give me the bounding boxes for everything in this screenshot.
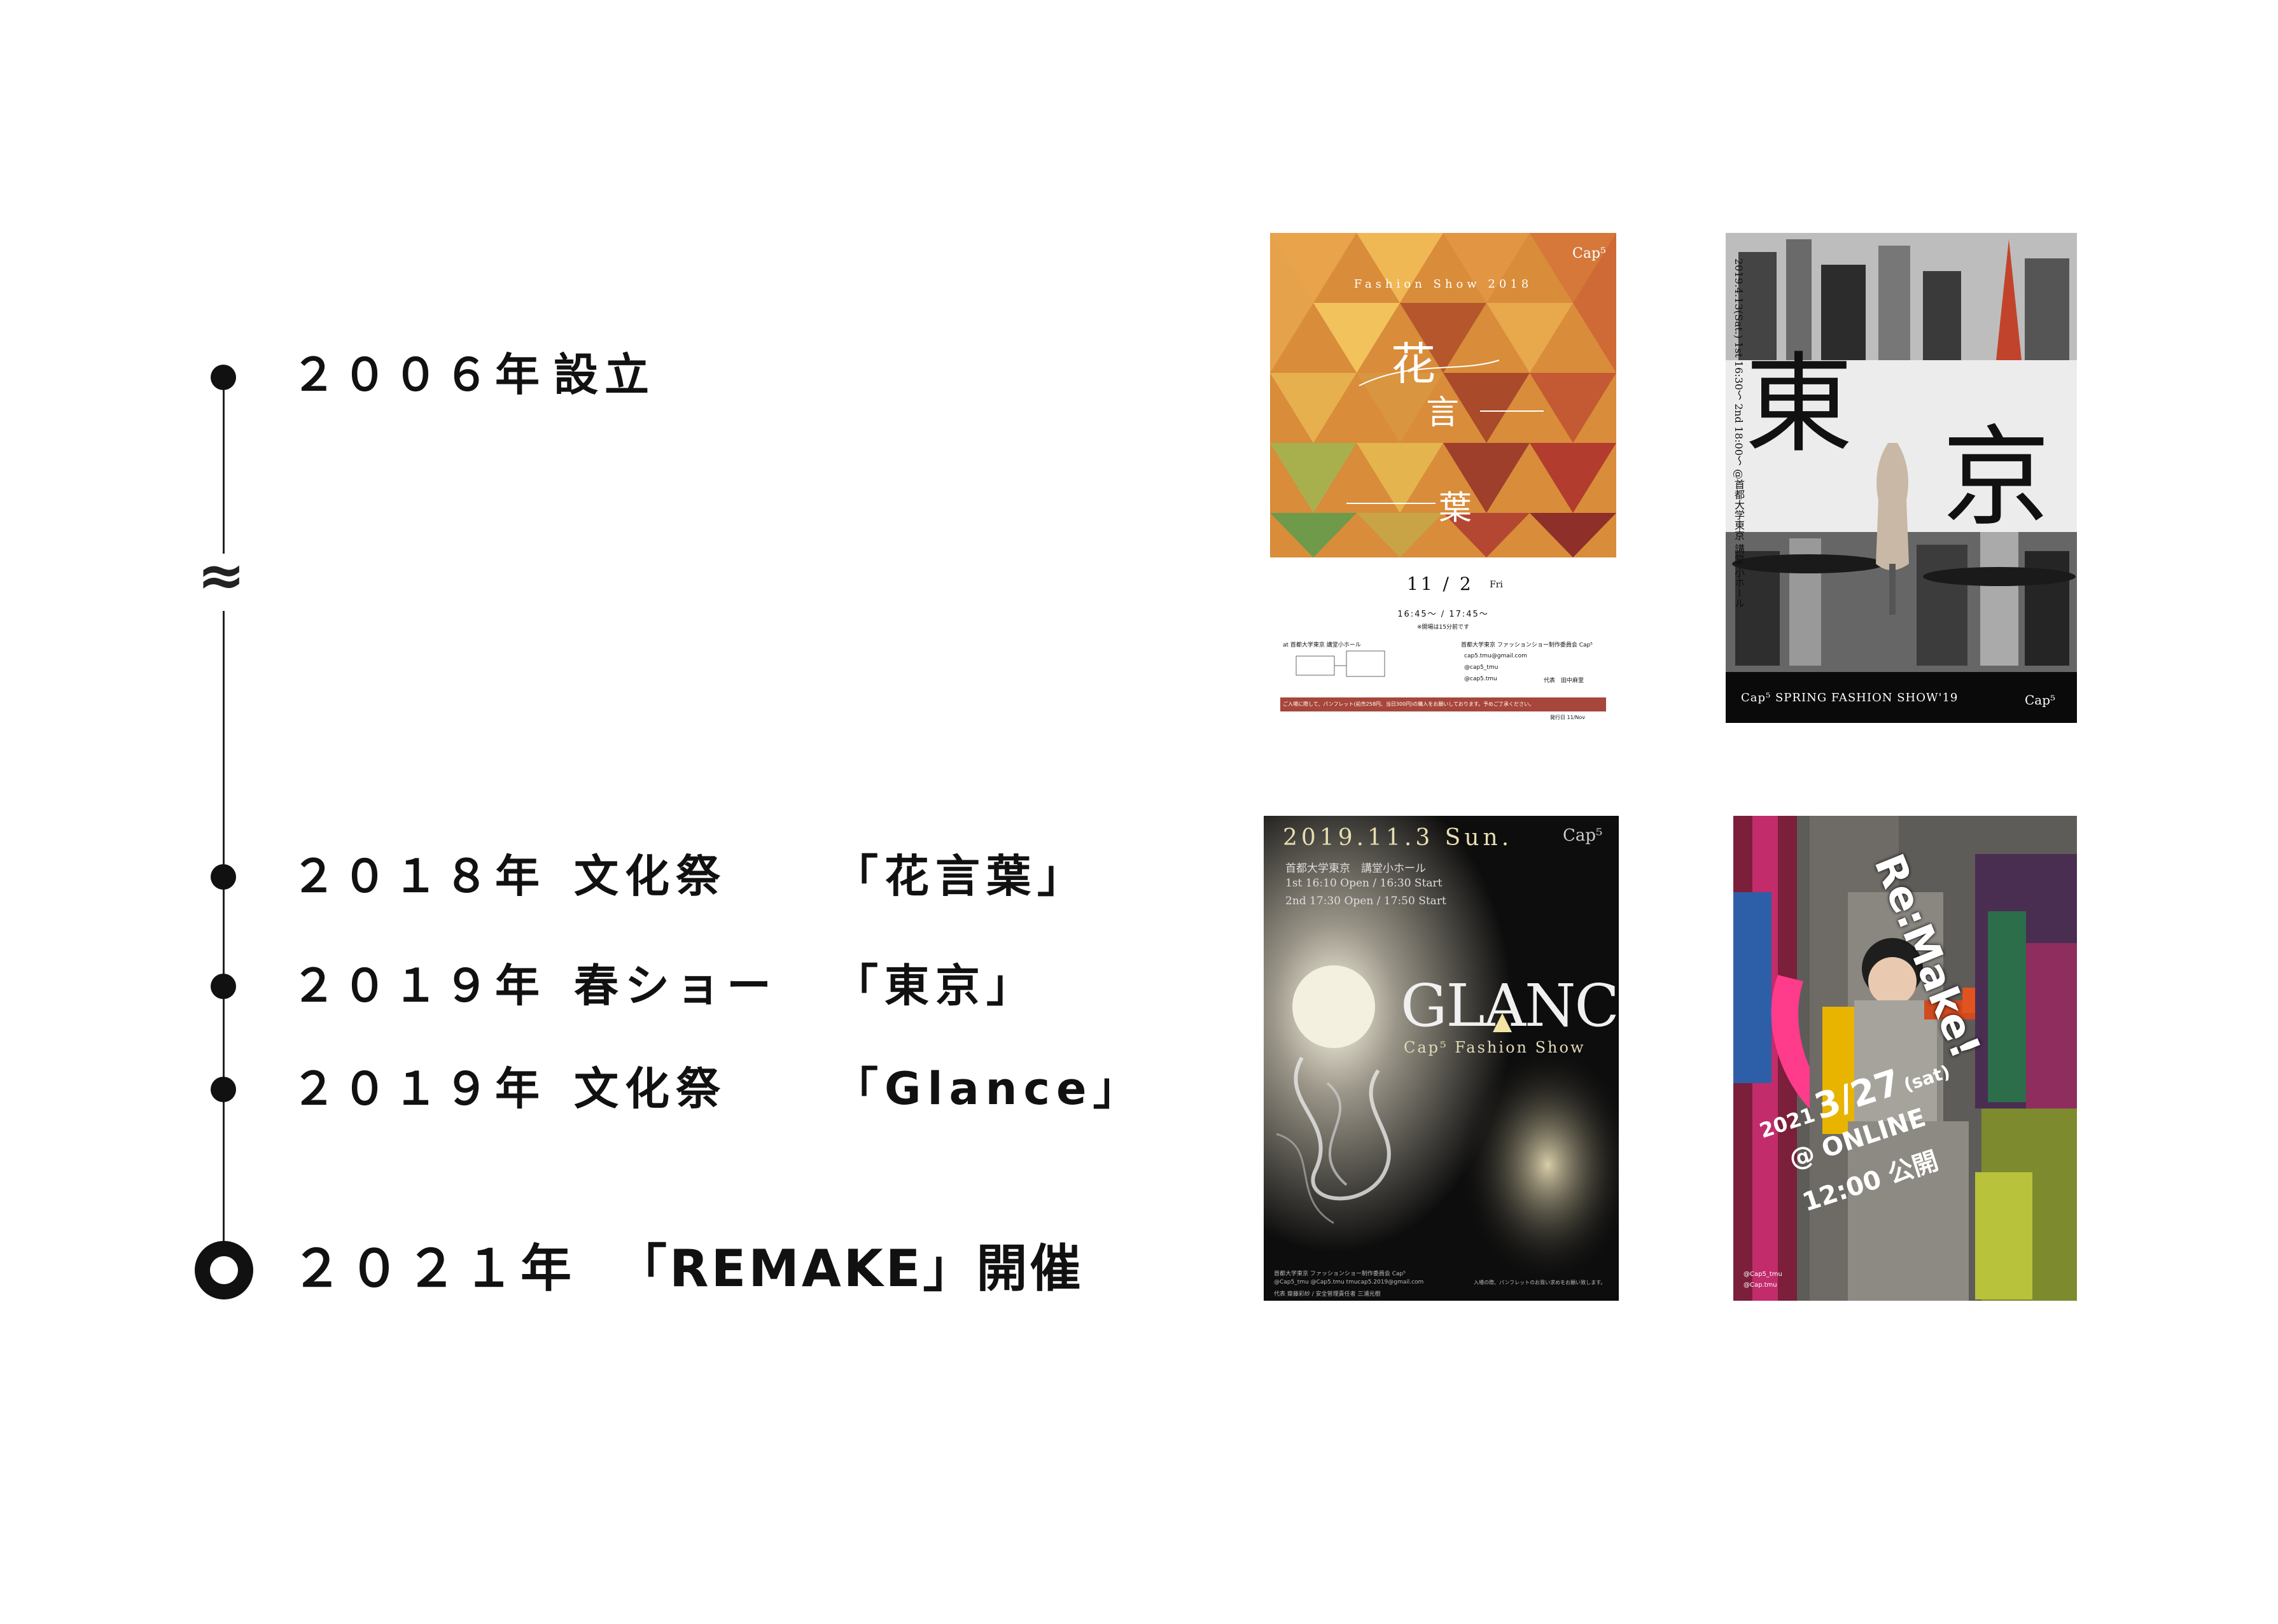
timeline-current-marker-center [210,1256,238,1284]
timeline-dot [211,365,236,390]
poster-glance-sns: @Cap5_tmu @Cap5.tmu tmucap5.2019@gmail.c… [1274,1279,1424,1285]
timeline-line [223,375,225,1279]
timeline-event: 文化祭 [574,850,727,902]
timeline-event: 「REMAKE」開催 [616,1239,1084,1298]
poster-glance-subtitle: Cap⁵ Fashion Show [1404,1039,1586,1056]
timeline-year: ２０１９年 [291,960,546,1012]
poster-hanakotoba-map [1296,650,1385,677]
poster-hanakotoba-footer: 発行日 11/Nov [1550,715,1586,720]
poster-glance-logo: Cap⁵ [1563,826,1603,845]
poster-remake-graphic [1733,816,2077,1301]
timeline-event: 春ショー [574,960,778,1012]
poster-glance-graphic [1264,816,1619,1301]
timeline-dot [211,864,236,890]
poster-hanakotoba-weekday: Fri [1490,580,1503,590]
poster-hanakotoba-note: ※開場は15分前です [1417,624,1469,631]
timeline-year: ２０１８年 [291,850,546,902]
poster-glance-show-2: 2nd 17:30 Open / 17:50 Start [1285,895,1446,907]
poster-hanakotoba-times: 16:45～ / 17:45～ [1397,610,1489,619]
poster-glance-date: 2019.11.3 Sun. [1283,825,1513,851]
poster-hanakotoba: Cap⁵ Fashion Show 2018 花 言 葉 11 / 2 Fri … [1270,233,1616,723]
poster-hanakotoba-org: 首都大学東京 ファッションショー制作委員会 Cap⁵ [1461,642,1593,648]
poster-tokyo: 東 京 2019.4.13(Sat.) 1st 16:30～ 2nd 18:00… [1726,233,2077,723]
poster-remake: Re:Make! 2021 3/27 (sat) @ ONLINE 12:00 … [1733,816,2077,1301]
poster-hanakotoba-twitter: @cap5_tmu [1464,664,1499,671]
poster-hanakotoba-logo: Cap⁵ [1572,246,1606,262]
timeline-year: ２０１９年 [291,1063,546,1115]
poster-hanakotoba-title-2: 言 [1426,394,1460,432]
timeline-gap [202,554,247,611]
poster-glance-title: GLANCE [1401,972,1619,1040]
timeline-show-title: 「Glance」 [834,1063,1144,1115]
poster-glance-show-1: 1st 16:10 Open / 16:30 Start [1285,877,1443,890]
poster-hanakotoba-rep: 代表 田中麻里 [1544,678,1584,684]
poster-hanakotoba-subtitle: Fashion Show 2018 [1353,277,1533,291]
poster-tokyo-details: 2019.4.13(Sat.) 1st 16:30～ 2nd 18:00～ @首… [1733,258,1745,608]
poster-glance: 2019.11.3 Sun. Cap⁵ 首都大学東京 講堂小ホール 1st 16… [1264,816,1619,1301]
poster-hanakotoba-instagram: @cap5.tmu [1464,676,1497,682]
timeline-event: 文化祭 [574,1063,727,1115]
timeline-dot [211,974,236,999]
poster-tokyo-logo: Cap⁵ [2025,692,2056,708]
timeline-year: ２００６年 [291,349,546,401]
poster-tokyo-footer: Cap⁵ SPRING FASHION SHOW'19 [1741,691,1959,704]
poster-hanakotoba-date: 11 / 2 [1407,573,1474,594]
poster-hanakotoba-banner: ご入場に際して、パンフレット(前売258円、当日300円)の購入をお願いしており… [1283,701,1535,707]
timeline-event: 設立 [554,349,655,401]
poster-hanakotoba-title-1: 花 [1391,338,1436,390]
poster-hanakotoba-venue: at 首都大学東京 講堂小ホール [1283,642,1361,648]
timeline-show-title: 「花言葉」 [834,850,1088,902]
poster-tokyo-title-2: 京 [1942,415,2051,541]
poster-glance-note: 入場の際、パンフレットのお買い求めをお願い致します。 [1474,1280,1606,1285]
timeline-dot [211,1077,236,1102]
timeline-gap-symbol: ≈ [197,542,246,609]
poster-remake-twitter: @Cap5_tmu [1743,1271,1782,1278]
poster-glance-footer: 代表 齋藤彩紗 / 安全管理責任者 三浦光樹 [1274,1291,1381,1298]
poster-hanakotoba-graphic [1270,233,1616,711]
poster-hanakotoba-title-3: 葉 [1439,489,1472,528]
timeline-year: ２０２１年 [291,1239,578,1298]
timeline-show-title: 「東京」 [834,960,1037,1012]
poster-remake-instagram: @Cap.tmu [1743,1282,1777,1289]
poster-tokyo-graphic [1726,233,2077,723]
poster-tokyo-title-1: 東 [1745,342,1854,468]
poster-glance-org: 首都大学東京 ファッションショー制作委員会 Cap⁵ [1274,1271,1406,1277]
poster-glance-venue: 首都大学東京 講堂小ホール [1285,862,1426,875]
poster-hanakotoba-email: cap5.tmu@gmail.com [1464,653,1527,659]
